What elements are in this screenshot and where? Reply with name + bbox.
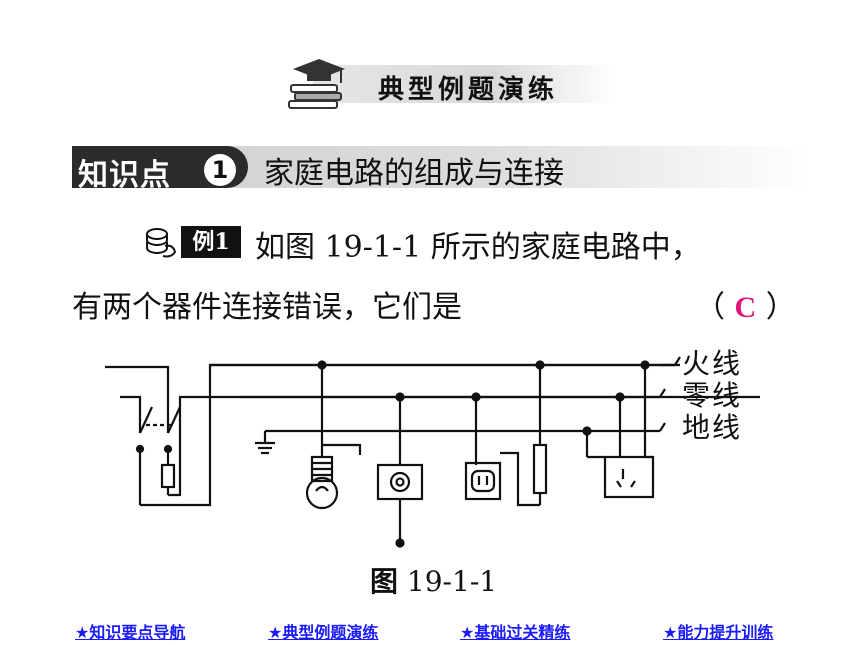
coin-stack-icon [146, 228, 177, 258]
kp-title: 家庭电路的组成与连接 [264, 156, 564, 191]
example-question-line1: 例1 如图 19-1-1 所示的家庭电路中， [143, 222, 843, 266]
kp-tag: 知识点 1 [72, 146, 248, 193]
figure-caption: 图 19-1-1 [370, 560, 497, 600]
banner-title: 典型例题演练 [378, 75, 559, 105]
answer-open: （ [695, 290, 735, 325]
section-banner: 典型例题演练 [283, 55, 613, 110]
question-text-line2: 有两个器件连接错误，它们是 [72, 290, 462, 325]
banner-strip [313, 65, 613, 103]
wire-label-live: 火线 [682, 347, 743, 380]
nav-link-basic-practice[interactable]: ★基础过关精练 [460, 623, 571, 642]
wire-label-neutral: 零线 [682, 379, 743, 412]
bottom-nav: ★知识要点导航 ★典型例题演练 ★基础过关精练 ★能力提升训练 [0, 619, 860, 643]
fuse [160, 463, 176, 489]
knowledge-point-header: 知识点 1 家庭电路的组成与连接 [72, 142, 832, 193]
main-switch [135, 406, 181, 505]
supply-lines [105, 365, 170, 433]
socket-three-hole [582, 360, 655, 499]
kp-number-badge: 1 [204, 154, 236, 186]
graduation-cap-books-icon [288, 59, 345, 109]
socket-two-hole-left [376, 392, 424, 548]
lamp-with-switch [305, 360, 362, 510]
fuse-right [516, 360, 548, 507]
caption-number: 19-1-1 [398, 565, 498, 598]
wire-label-ground: 地线 [682, 411, 743, 444]
example-badge: 例1 [181, 226, 241, 258]
household-circuit-diagram [105, 356, 760, 548]
socket-two-hole-right [464, 392, 520, 501]
answer-bracket: （ C ） [695, 282, 796, 326]
nav-link-advanced-training[interactable]: ★能力提升训练 [663, 623, 774, 642]
ground-symbol [255, 431, 275, 455]
question-text-line1: 如图 19-1-1 所示的家庭电路中， [255, 230, 701, 265]
nav-link-typical-examples[interactable]: ★典型例题演练 [268, 623, 379, 642]
answer-value: C [734, 291, 757, 324]
nav-link-knowledge-guide[interactable]: ★知识要点导航 [75, 623, 186, 642]
kp-tag-label: 知识点 [78, 158, 171, 193]
answer-close: ） [756, 290, 796, 325]
caption-prefix: 图 [370, 565, 399, 598]
